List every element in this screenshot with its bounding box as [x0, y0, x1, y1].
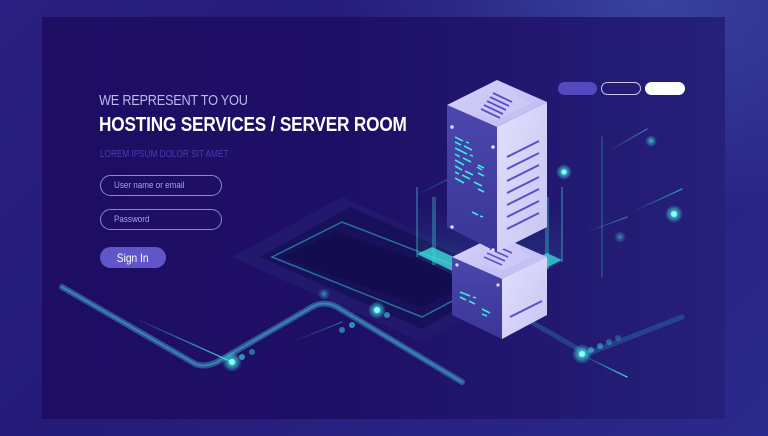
sign-in-button[interactable]: Sign In	[100, 247, 166, 268]
server-illustration	[59, 80, 685, 385]
server-tower-icon	[447, 80, 547, 252]
hero-panel: WE REPRESENT TO YOU HOSTING SERVICES / S…	[42, 17, 725, 419]
hero-subtitle: LOREM IPSUM DOLOR SIT AMET	[100, 149, 229, 160]
username-placeholder: User name or email	[114, 180, 185, 191]
pager-dot-1[interactable]	[558, 82, 597, 95]
pager-dot-2[interactable]	[601, 82, 641, 95]
password-placeholder: Password	[114, 214, 150, 225]
hero-eyebrow: WE REPRESENT TO YOU	[99, 92, 248, 109]
glow-node-icon	[222, 135, 683, 372]
hero-title: HOSTING SERVICES / SERVER ROOM	[99, 114, 407, 136]
sign-in-label: Sign In	[117, 250, 149, 265]
server-box-icon	[452, 235, 547, 339]
password-input[interactable]: Password	[100, 209, 222, 230]
pager-dot-3-active[interactable]	[645, 82, 685, 95]
username-input[interactable]: User name or email	[100, 175, 222, 196]
